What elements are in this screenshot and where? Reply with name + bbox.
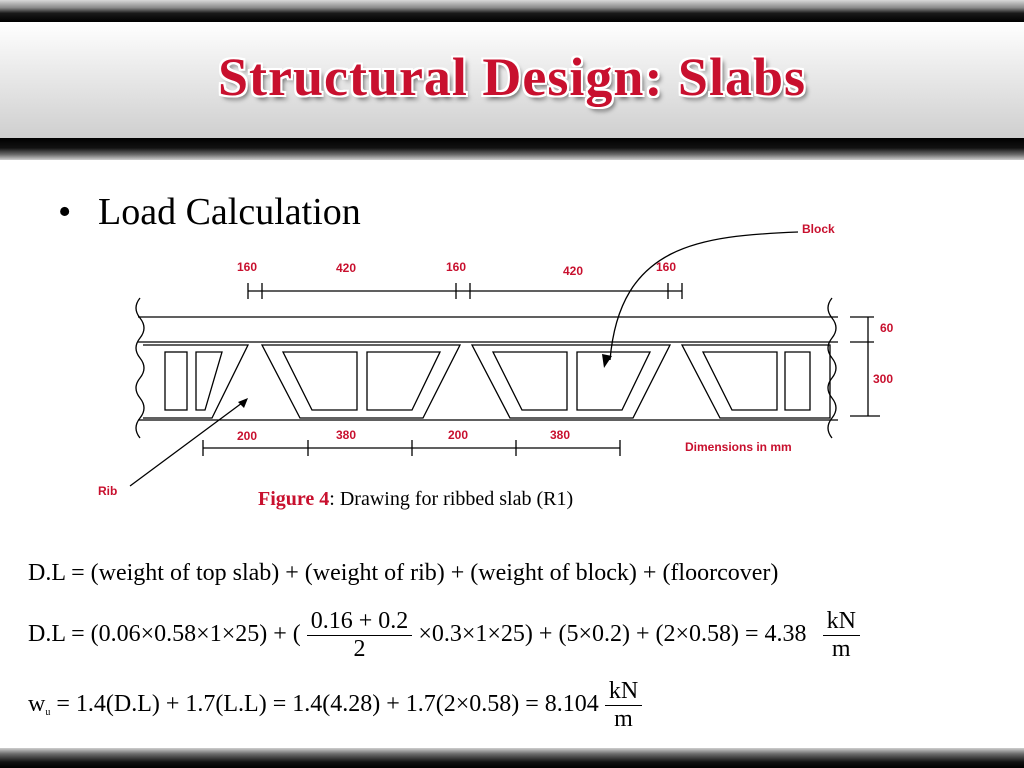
right-dim-2: 300 — [873, 372, 893, 386]
block-1 — [143, 344, 250, 419]
equation-line-2-part-a: D.L = (0.06×0.58×1×25) + ( — [28, 621, 301, 648]
top-dim-4: 420 — [563, 264, 583, 278]
equation-line-2-unit-denominator: m — [831, 636, 851, 662]
top-dim-3: 160 — [446, 260, 466, 274]
equation-line-3-part-a: = 1.4(D.L) + 1.7(L.L) = 1.4(4.28) + 1.7(… — [50, 691, 599, 718]
bottom-dim-1: 200 — [237, 429, 257, 443]
equation-line-3-unit-denominator: m — [614, 706, 633, 732]
bullet-text: Load Calculation — [98, 191, 361, 233]
bottom-dim-4: 380 — [550, 428, 570, 442]
equation-line-2-unit: kN m — [822, 608, 860, 663]
equation-line-2-unit-numerator: kN — [822, 608, 860, 636]
equation-line-1: D.L = (weight of top slab) + (weight of … — [28, 560, 779, 586]
rib-leader-line — [129, 399, 247, 487]
block-label: Block — [802, 222, 835, 236]
figure-caption: Figure 4: Drawing for ribbed slab (R1) — [258, 488, 573, 511]
equation-line-2-part-b: ×0.3×1×25) + (5×0.2) + (2×0.58) = 4.38 — [418, 621, 807, 648]
figure-caption-text: : Drawing for ribbed slab (R1) — [329, 488, 574, 510]
right-dim-1: 60 — [880, 321, 894, 335]
block-arrowhead-icon — [602, 354, 612, 368]
block-2 — [260, 344, 462, 419]
equation-line-3-unit: kN m — [604, 678, 643, 733]
left-break-line — [135, 297, 145, 439]
bottom-band — [0, 748, 1024, 768]
rib-arrowhead-icon — [238, 398, 248, 408]
equation-line-2-fraction-denominator: 2 — [353, 636, 366, 662]
title-bar — [0, 22, 1024, 138]
equation-line-3-subscript: u — [45, 707, 51, 719]
bottom-dimension-ticks — [202, 440, 621, 456]
top-dim-5: 160 — [656, 260, 676, 274]
right-dimension-ticks — [850, 316, 880, 417]
block-4 — [680, 344, 831, 419]
title-divider-band — [0, 138, 1024, 160]
bottom-dim-2: 380 — [336, 428, 356, 442]
equation-line-3-unit-numerator: kN — [604, 678, 643, 706]
equation-line-2-fraction: 0.16 + 0.2 2 — [306, 608, 413, 663]
equation-line-3: wu = 1.4(D.L) + 1.7(L.L) = 1.4(4.28) + 1… — [28, 678, 643, 733]
bullet-item: • Load Calculation — [58, 190, 361, 234]
top-dim-1: 160 — [237, 260, 257, 274]
right-break-line — [827, 297, 837, 439]
figure-caption-label: Figure 4 — [258, 488, 330, 510]
top-band — [0, 0, 1024, 22]
rib-label: Rib — [98, 484, 117, 498]
bullet-dot-icon: • — [58, 191, 72, 233]
top-dimension-ticks — [247, 283, 683, 299]
slide-title: Structural Design: Slabs — [217, 47, 807, 107]
equation-line-3-variable: w — [28, 691, 46, 718]
equation-line-2: D.L = (0.06×0.58×1×25) + ( 0.16 + 0.2 2 … — [28, 608, 860, 663]
bottom-dim-3: 200 — [448, 428, 468, 442]
block-leader-line — [609, 231, 799, 361]
top-dim-2: 420 — [336, 261, 356, 275]
equation-line-2-fraction-numerator: 0.16 + 0.2 — [306, 608, 413, 636]
dimensions-note: Dimensions in mm — [685, 440, 792, 454]
block-3 — [470, 344, 672, 419]
